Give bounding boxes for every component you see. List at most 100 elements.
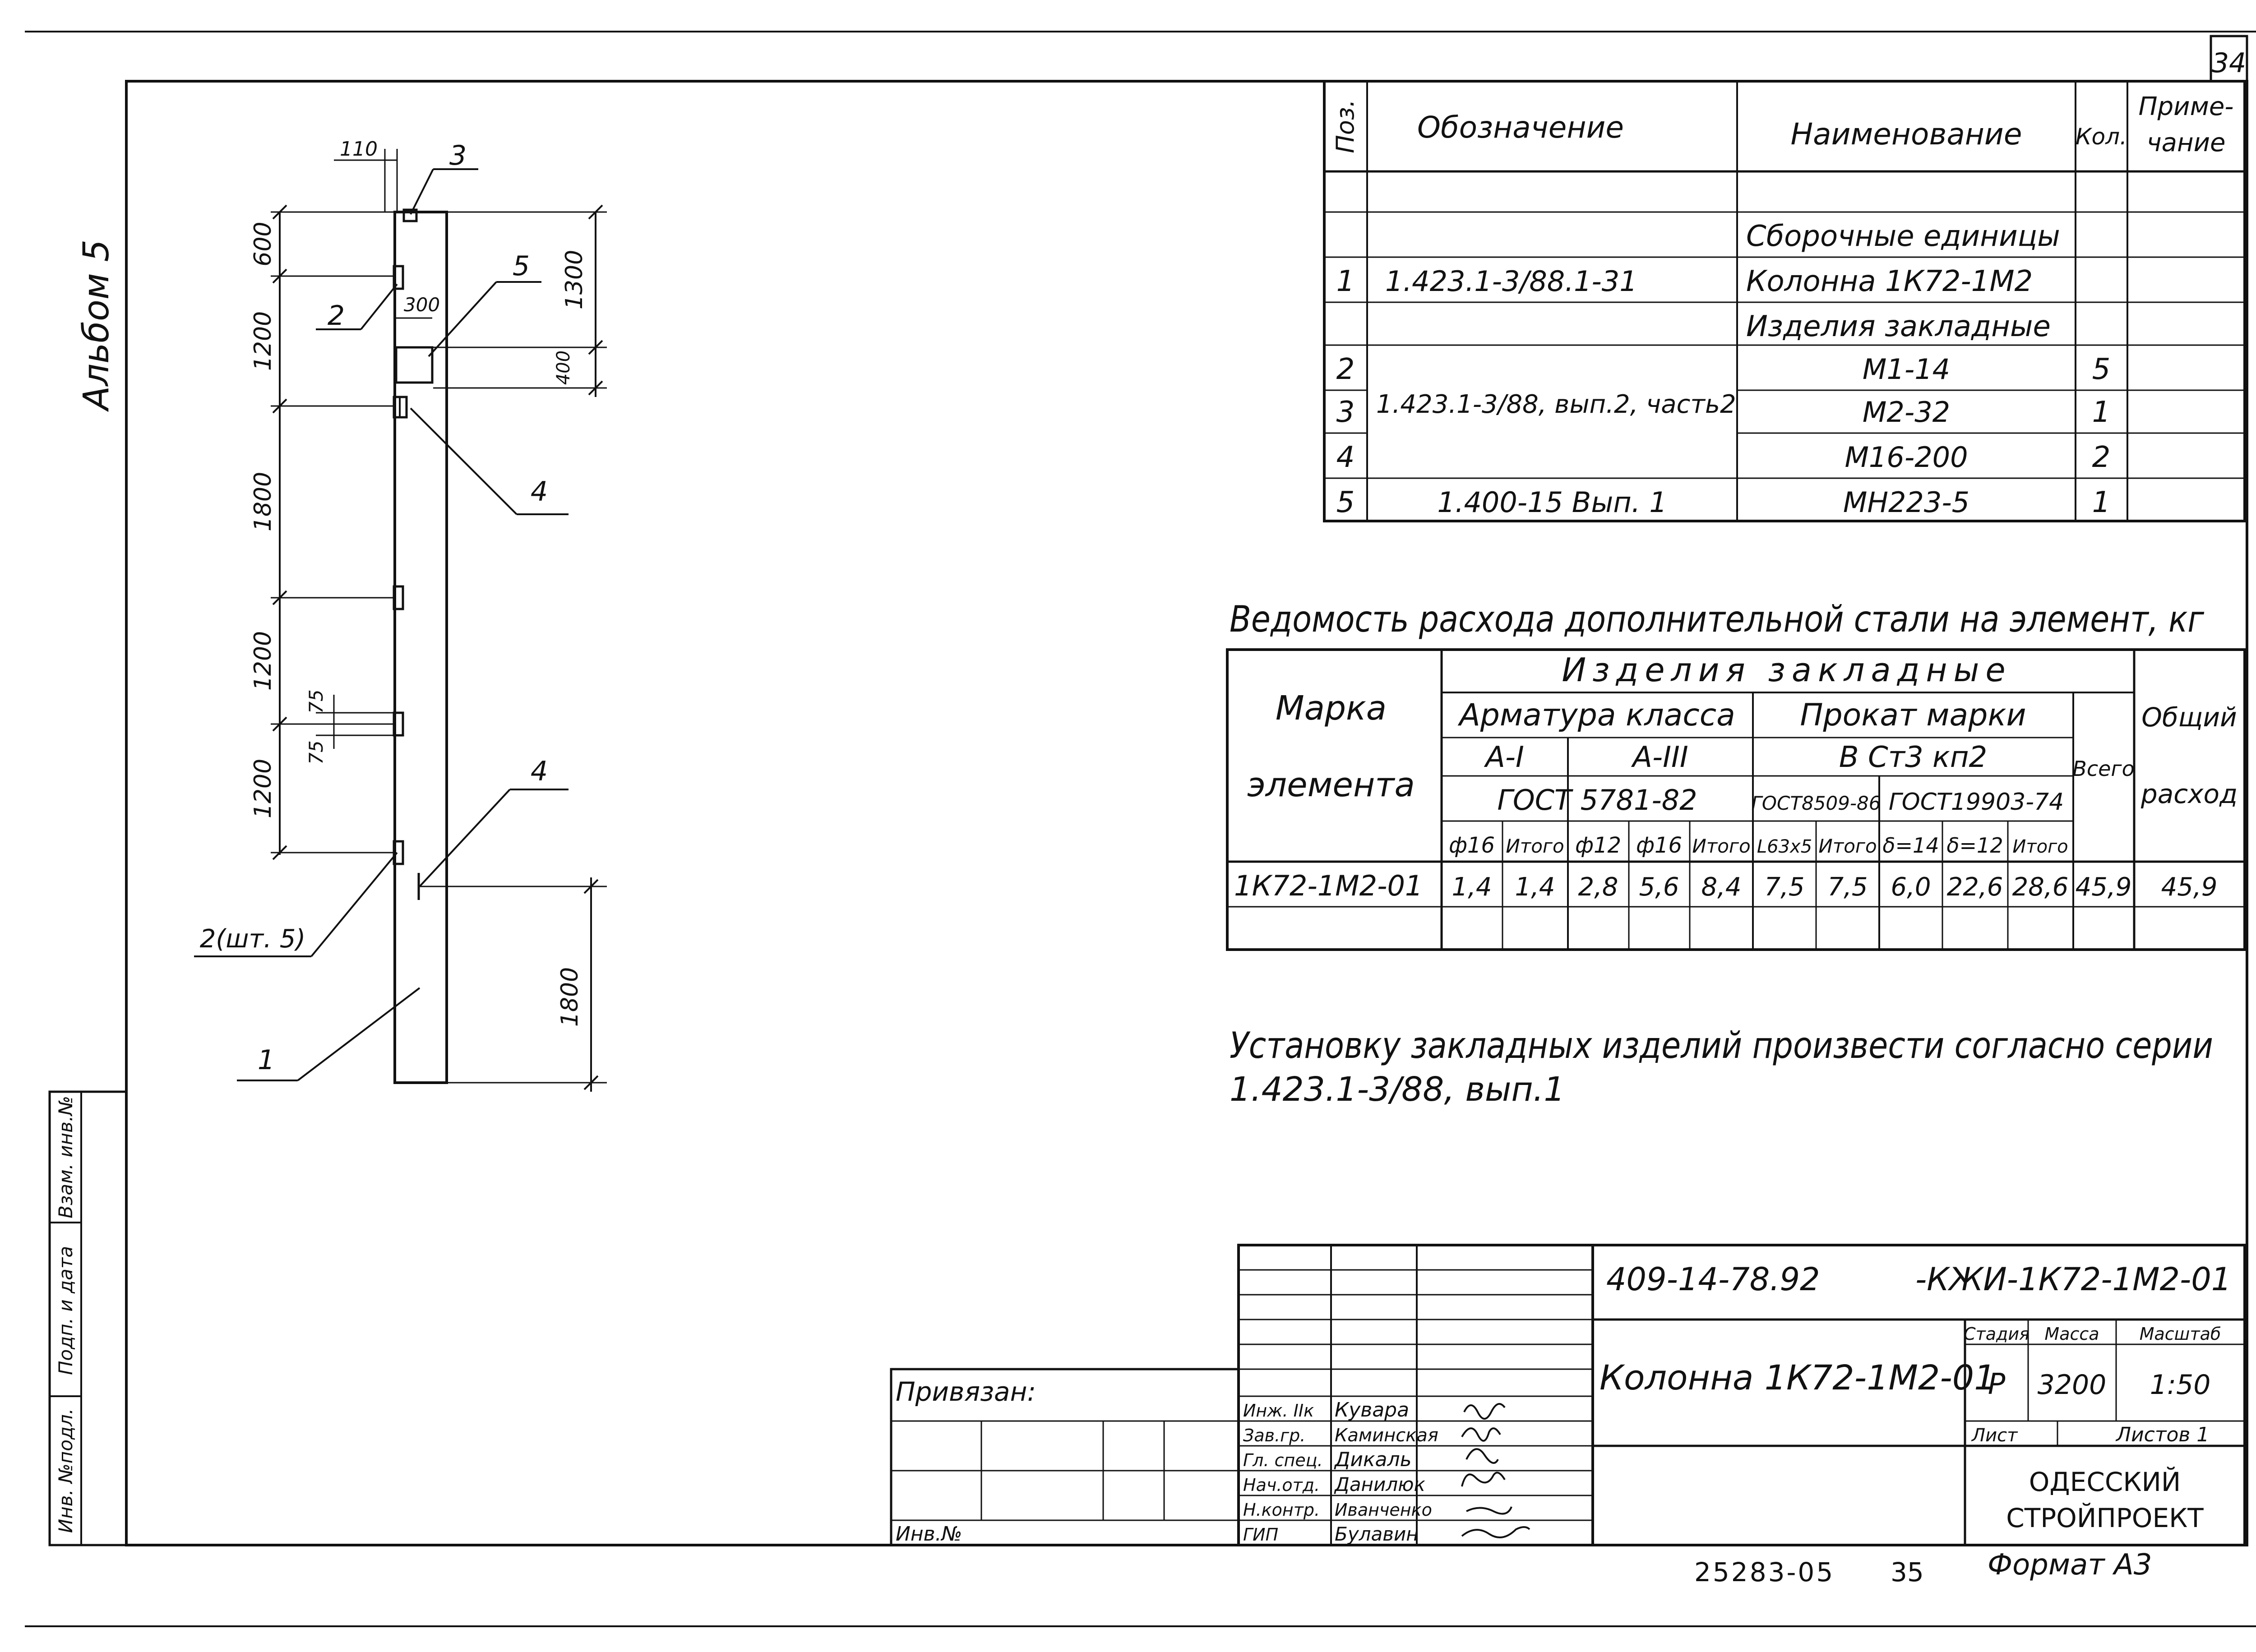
steel-armature-header: Арматура класса bbox=[1457, 697, 1735, 733]
spec-row-name: Сборочные единицы bbox=[1746, 220, 2060, 253]
steel-class-a1: А-I bbox=[1484, 741, 1524, 774]
callout-4-top: 4 bbox=[531, 476, 548, 508]
embedded-item-3 bbox=[402, 208, 418, 222]
steel-sub-header: ф12 bbox=[1575, 833, 1621, 858]
steel-row-value: 45,9 bbox=[2161, 872, 2218, 902]
steel-row-value: 5,6 bbox=[1639, 872, 1679, 902]
inv-label: Инв.№ bbox=[896, 1523, 962, 1546]
person-name: Каминская bbox=[1335, 1425, 1438, 1446]
org-name-line1: ОДЕССКИЙ bbox=[2029, 1466, 2181, 1497]
spec-header-qty: Кол. bbox=[2076, 124, 2127, 150]
steel-sub-header: δ=14 bbox=[1882, 833, 1939, 858]
side-stamp-replace-inv: Взам. инв.№ bbox=[55, 1096, 77, 1218]
role: Гл. спец. bbox=[1243, 1450, 1323, 1470]
doc-code-suffix: -КЖИ-1К72-1М2-01 bbox=[1915, 1261, 2231, 1298]
bound-label: Привязан: bbox=[896, 1376, 1036, 1407]
spec-header-note-1: Приме- bbox=[2139, 92, 2234, 121]
doc-code: 409-14-78.92 bbox=[1606, 1261, 1820, 1298]
role: Инж. IIк bbox=[1243, 1401, 1314, 1421]
dim-1800-bottom: 1800 bbox=[556, 967, 583, 1027]
installation-note-line2: 1.423.1-3/88, вып.1 bbox=[1230, 1070, 1565, 1109]
signatures-icon bbox=[1461, 1403, 1530, 1538]
steel-sub-header: ф16 bbox=[1449, 833, 1495, 858]
steel-grade: В Ст3 кп2 bbox=[1839, 741, 1988, 774]
steel-table: Марка элемента Изделия закладные Арматур… bbox=[1226, 648, 2246, 951]
steel-sub-header: L63x5 bbox=[1757, 836, 1812, 857]
spec-row-name: Колонна 1К72-1М2 bbox=[1746, 265, 2033, 298]
embedded-item-2a bbox=[393, 265, 404, 290]
steel-gost-19903: ГОСТ19903-74 bbox=[1889, 789, 2064, 816]
steel-group-header: Изделия закладные bbox=[1562, 651, 2011, 689]
embedded-item-5 bbox=[395, 346, 434, 384]
spec-header-name: Наименование bbox=[1791, 117, 2022, 152]
stage-value: Р bbox=[1988, 1368, 2006, 1401]
dim-600: 600 bbox=[250, 221, 277, 266]
scale-label: Масштаб bbox=[2140, 1324, 2221, 1344]
title-block: Привязан: Инв.№ Инж. IIк Зав.гр. Гл. спе… bbox=[890, 1244, 2246, 1546]
stage-label: Стадия bbox=[1964, 1324, 2029, 1344]
dim-75-b: 75 bbox=[305, 740, 327, 764]
side-stamp-sign-date: Подп. и дата bbox=[55, 1246, 77, 1375]
steel-table-title: Ведомость расхода дополнительной стали н… bbox=[1230, 598, 2205, 640]
callout-2: 2 bbox=[328, 300, 345, 332]
spec-table: Поз. Обозначение Наименование Кол. Приме… bbox=[1323, 80, 2246, 522]
steel-row-value: 7,5 bbox=[1827, 872, 1868, 902]
spec-row-qty: 1 bbox=[2092, 486, 2111, 519]
spec-row-qty: 5 bbox=[2092, 353, 2111, 386]
dim-400: 400 bbox=[553, 351, 574, 385]
dim-1200-a: 1200 bbox=[250, 311, 277, 371]
person-name: Иванченко bbox=[1335, 1500, 1432, 1520]
spec-row-designation: 1.400-15 Вып. 1 bbox=[1437, 486, 1667, 519]
spec-row-pos: 4 bbox=[1336, 441, 1355, 474]
steel-sub-header: Итого bbox=[1506, 835, 1564, 857]
steel-sub-header: δ=12 bbox=[1946, 833, 2003, 858]
callout-5: 5 bbox=[513, 250, 530, 282]
spec-row-designation: 1.423.1-3/88, вып.2, часть2 bbox=[1376, 390, 1736, 419]
role: Н.контр. bbox=[1243, 1500, 1320, 1520]
dim-300: 300 bbox=[404, 294, 440, 316]
sheet-label: Лист bbox=[1971, 1425, 2018, 1446]
callout-4-bottom: 4 bbox=[531, 756, 548, 787]
spec-row-name: МН223-5 bbox=[1843, 486, 1969, 519]
footer-format: Формат А3 bbox=[1988, 1548, 2152, 1582]
steel-row-mark: 1К72-1М2-01 bbox=[1234, 869, 1423, 902]
footer-page: 35 bbox=[1891, 1557, 1924, 1587]
installation-note-line1: Установку закладных изделий произвести с… bbox=[1230, 1024, 2213, 1066]
steel-sub-header: ф16 bbox=[1636, 833, 1682, 858]
footer-number: 25283-05 bbox=[1694, 1557, 1835, 1587]
spec-header-pos: Поз. bbox=[1331, 99, 1359, 153]
steel-mark-header-1: Марка bbox=[1276, 689, 1387, 728]
sheet-number: 34 bbox=[2212, 47, 2246, 79]
dim-1300: 1300 bbox=[561, 250, 588, 309]
dim-110: 110 bbox=[340, 138, 378, 161]
spec-row-pos: 2 bbox=[1336, 353, 1355, 386]
spec-row-name: Изделия закладные bbox=[1746, 310, 2051, 343]
steel-general-header-2: расход bbox=[2140, 779, 2238, 809]
dim-1200-b: 1200 bbox=[250, 631, 277, 691]
steel-row-value: 6,0 bbox=[1891, 872, 1931, 902]
role: Зав.гр. bbox=[1243, 1426, 1305, 1445]
spec-row-name: М1-14 bbox=[1863, 353, 1950, 386]
spec-header-note-2: чание bbox=[2147, 128, 2226, 157]
steel-gost-8509: ГОСТ8509-86 bbox=[1752, 792, 1881, 814]
album-label: Альбом 5 bbox=[76, 240, 117, 412]
spec-row-name: М2-32 bbox=[1863, 396, 1950, 429]
steel-sub-header: Итого bbox=[1692, 835, 1750, 857]
column-body bbox=[393, 211, 448, 1084]
spec-row-qty: 2 bbox=[2092, 441, 2111, 474]
callout-2-qty: 2(шт. 5) bbox=[200, 924, 305, 954]
spec-row-qty: 1 bbox=[2092, 396, 2111, 429]
person-name: Дикаль bbox=[1334, 1448, 1412, 1471]
steel-row-value: 2,8 bbox=[1578, 872, 1618, 902]
sheets-label: Листов 1 bbox=[2115, 1423, 2209, 1446]
mass-value: 3200 bbox=[2038, 1369, 2107, 1401]
steel-general-header-1: Общий bbox=[2141, 702, 2237, 733]
mass-label: Масса bbox=[2044, 1324, 2099, 1344]
steel-row-value: 8,4 bbox=[1701, 872, 1741, 902]
dim-1800-a: 1800 bbox=[250, 472, 277, 531]
dim-1200-c: 1200 bbox=[250, 759, 277, 818]
person-name: Булавин bbox=[1335, 1523, 1419, 1545]
item-name: Колонна 1К72-1М2-01 bbox=[1600, 1357, 1996, 1398]
org-name-line2: СТРОЙПРОЕКТ bbox=[2006, 1502, 2204, 1533]
